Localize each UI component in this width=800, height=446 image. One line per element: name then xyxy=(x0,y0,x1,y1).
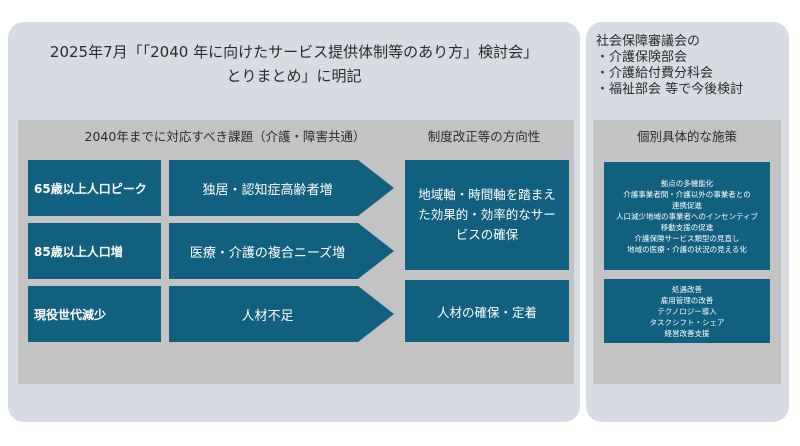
issues-column-header: 2040年までに対応すべき課題（介護・障害共通） xyxy=(84,129,366,144)
row-label-working-age-text: 現役世代減少 xyxy=(34,307,107,322)
row-label-65plus-text: 65歳以上人口ピーク xyxy=(34,181,147,196)
measure-item: 経営改善支援 xyxy=(664,328,710,338)
measure-item: 移動支援の促進 xyxy=(660,222,714,232)
measure-item: タスクシフト・シェア xyxy=(649,317,725,327)
side-title-line2: ・介護保険部会 xyxy=(596,50,688,65)
direction-column-header: 制度改正等の方向性 xyxy=(427,129,541,144)
panel-title-line1: 2025年7月「「2040 年に向けたサービス提供体制等のあり方」検討会」 xyxy=(49,43,539,61)
row-label-85plus: 85歳以上人口増 xyxy=(28,223,161,279)
panel-title: 2025年7月「「2040 年に向けたサービス提供体制等のあり方」検討会」 とり… xyxy=(20,40,568,88)
side-title-line4: ・福祉部会 等で今後検討 xyxy=(596,82,744,97)
measures-column-header: 個別具体的な施策 xyxy=(636,129,737,144)
direction-box-workforce: 人材の確保・定着 xyxy=(405,280,569,342)
issue-arrow-1-text: 独居・認知症高齢者増 xyxy=(202,182,333,198)
measure-item: 雇用管理の改善 xyxy=(660,295,714,305)
side-title-line1: 社会保障審議会の xyxy=(596,34,701,49)
measure-item: テクノロジー導入 xyxy=(657,306,717,316)
direction-box-services: 地域軸・時間軸を踏まえた効果的・効率的なサービスの確保 xyxy=(405,160,569,270)
row-label-65plus: 65歳以上人口ピーク xyxy=(28,160,161,216)
direction-box-services-text: 地域軸・時間軸を踏まえた効果的・効率的なサービスの確保 xyxy=(418,187,556,242)
measures-group-services: 拠点の多機能化 介護事業者間・介護以外の事業者との 連携促進 人口減少地域の事業… xyxy=(604,162,770,270)
issue-arrow-2-text: 医療・介護の複合ニーズ増 xyxy=(189,245,346,261)
measure-item: 人口減少地域の事業者へのインセンティブ xyxy=(615,211,759,221)
measure-item: 介護保険サービス類型の見直し xyxy=(634,233,740,243)
measure-item: 処遇改善 xyxy=(672,284,702,294)
issue-arrow-3: 人材不足 xyxy=(169,286,394,342)
side-panel-title: 社会保障審議会の ・介護保険部会 ・介護給付費分科会 ・福祉部会 等で今後検討 xyxy=(596,34,786,98)
measure-item: 介護事業者間・介護以外の事業者との xyxy=(623,189,751,199)
panel-title-line2: とりまとめ」に明記 xyxy=(226,67,362,85)
measure-item: 連携促進 xyxy=(672,200,702,210)
measure-item: 拠点の多機能化 xyxy=(660,178,714,188)
row-label-working-age: 現役世代減少 xyxy=(28,286,161,342)
issue-arrow-2: 医療・介護の複合ニーズ増 xyxy=(169,223,394,279)
issue-arrow-1: 独居・認知症高齢者増 xyxy=(169,160,394,216)
measure-item: 地域の医療・介護の状況の見える化 xyxy=(627,244,747,254)
row-label-85plus-text: 85歳以上人口増 xyxy=(34,244,123,259)
issue-arrow-3-text: 人材不足 xyxy=(241,308,294,324)
measures-group-workforce: 処遇改善 雇用管理の改善 テクノロジー導入 タスクシフト・シェア 経営改善支援 xyxy=(604,279,770,343)
side-title-line3: ・介護給付費分科会 xyxy=(596,66,714,81)
direction-box-workforce-text: 人材の確保・定着 xyxy=(436,304,537,320)
